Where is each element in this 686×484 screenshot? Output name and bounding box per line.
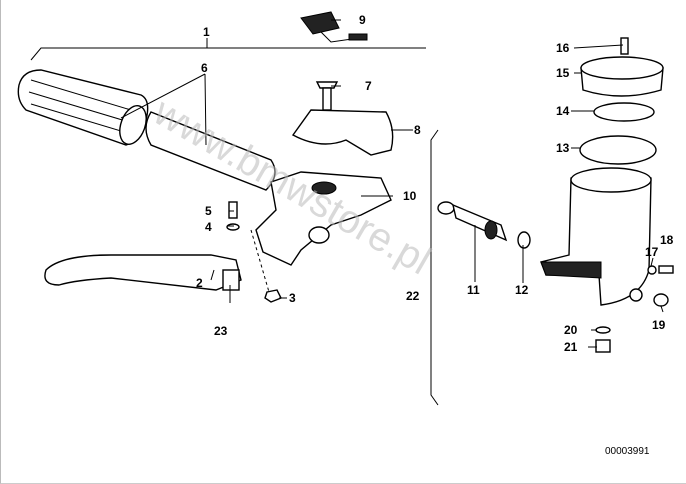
washer-4 — [226, 223, 240, 231]
callout-14: 14 — [556, 104, 570, 118]
brake-lever-2 — [44, 254, 242, 291]
screw-16 — [620, 37, 629, 55]
callout-9: 9 — [359, 13, 366, 27]
handlebar-grip — [17, 69, 149, 146]
callout-20: 20 — [564, 323, 578, 337]
callout-4: 4 — [205, 220, 212, 234]
callout-18: 18 — [660, 233, 674, 247]
seal-disc-14 — [593, 102, 655, 122]
callout-22: 22 — [406, 289, 420, 303]
washer-17 — [647, 265, 657, 275]
callout-10: 10 — [403, 189, 417, 203]
callout-6: 6 — [201, 61, 208, 75]
callout-17: 17 — [645, 245, 659, 259]
callout-19: 19 — [652, 318, 666, 332]
plug-21 — [595, 339, 611, 353]
nut-3 — [264, 289, 282, 303]
master-cylinder-reservoir — [540, 167, 652, 306]
seal-12 — [517, 231, 531, 249]
callout-12: 12 — [515, 283, 529, 297]
callout-21: 21 — [564, 340, 578, 354]
washer-20 — [595, 326, 611, 334]
switch-part-9 — [300, 11, 368, 43]
callout-5: 5 — [205, 204, 212, 218]
cover-plate-8 — [291, 109, 394, 156]
bellows-13 — [579, 135, 657, 165]
callout-11: 11 — [467, 283, 480, 297]
callout-15: 15 — [556, 66, 570, 80]
diagram-number: 00003991 — [605, 446, 650, 457]
callout-2: 2 — [196, 276, 203, 290]
callout-3: 3 — [289, 291, 296, 305]
callout-16: 16 — [556, 41, 570, 55]
screw-5 — [228, 201, 238, 219]
piston-11 — [437, 201, 508, 242]
grip-sleeve — [145, 111, 276, 191]
callout-7: 7 — [365, 79, 372, 93]
lever-housing-10 — [255, 171, 392, 266]
group-bracket-22 — [430, 129, 439, 406]
group-bracket-1 — [30, 47, 426, 61]
callout-13: 13 — [556, 141, 570, 155]
screw-18 — [658, 265, 674, 274]
callout-1: 1 — [203, 25, 210, 39]
cap-15 — [580, 56, 664, 97]
callout-8: 8 — [414, 123, 421, 137]
callout-23: 23 — [214, 324, 228, 338]
plug-19 — [653, 293, 669, 307]
